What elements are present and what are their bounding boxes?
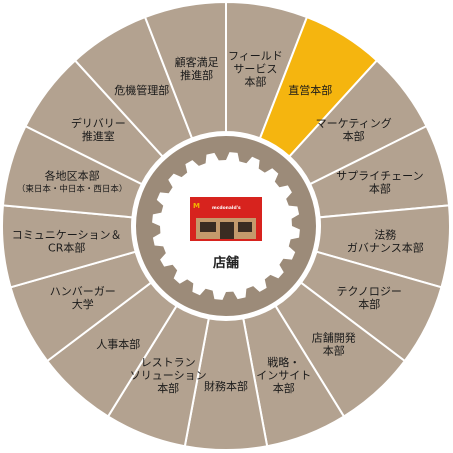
center-hub: M mcdonald's 店舗 bbox=[134, 134, 318, 318]
department-label-line: サプライチェーン bbox=[336, 170, 423, 183]
department-label: 直営本部 bbox=[288, 83, 332, 97]
department-label-line: コミュニケーション＆ bbox=[12, 228, 122, 241]
department-label: 人事本部 bbox=[96, 337, 140, 351]
department-label-line: 直営本部 bbox=[288, 83, 332, 97]
department-label-line: 法務 bbox=[374, 227, 396, 241]
department-label-line: 本部 bbox=[273, 381, 295, 395]
department-label-line: 各地区本部 bbox=[45, 169, 100, 183]
department-label: 各地区本部（東日本・中日本・西日本） bbox=[17, 169, 128, 195]
department-label: コミュニケーション＆CR本部 bbox=[12, 228, 122, 254]
department-label-line: 本部 bbox=[157, 381, 179, 395]
department-label: 財務本部 bbox=[204, 379, 248, 393]
department-label-line: 大学 bbox=[72, 297, 94, 311]
golden-arches-icon: M bbox=[193, 202, 200, 210]
department-label-line: 本部 bbox=[323, 344, 345, 358]
store-window bbox=[238, 222, 252, 232]
mcdonalds-storefront-icon: M mcdonald's bbox=[190, 197, 262, 241]
store-window bbox=[200, 222, 216, 232]
department-label-line: 財務本部 bbox=[204, 379, 248, 393]
department-label-line: CR本部 bbox=[48, 240, 85, 254]
department-label-line: ソリューション bbox=[130, 369, 207, 382]
department-label-line: 顧客満足 bbox=[175, 55, 219, 69]
department-label-line: 人事本部 bbox=[96, 337, 140, 351]
department-labels: フィールドサービス本部直営本部マーケティング本部サプライチェーン本部法務ガバナン… bbox=[12, 50, 424, 395]
department-label-line: 本部 bbox=[343, 129, 365, 143]
department-label-line: 本部 bbox=[358, 297, 380, 311]
department-label-line: 危機管理部 bbox=[114, 83, 169, 97]
department-label-line: 店舗開発 bbox=[312, 331, 356, 345]
department-label-line: ガバナンス本部 bbox=[347, 240, 424, 254]
department-label-line: ハンバーガー bbox=[50, 285, 116, 298]
department-segment bbox=[143, 0, 227, 140]
department-label-line: マーケティング bbox=[316, 116, 392, 130]
department-label-line: サービス bbox=[233, 63, 277, 76]
store-sign: mcdonald's bbox=[212, 205, 241, 211]
department-label-subline: （東日本・中日本・西日本） bbox=[17, 184, 128, 195]
department-label-line: 本部 bbox=[369, 182, 391, 196]
department-label-line: 本部 bbox=[244, 75, 266, 89]
department-label-line: テクノロジー bbox=[337, 285, 402, 298]
department-label-line: インサイト bbox=[256, 369, 311, 382]
department-label-line: 推進室 bbox=[82, 129, 115, 143]
store-door bbox=[220, 222, 234, 239]
department-label-line: デリバリー bbox=[71, 116, 126, 130]
department-label-line: 戦略・ bbox=[267, 355, 300, 369]
department-label-line: 推進部 bbox=[180, 68, 213, 82]
center-label: 店舗 bbox=[213, 255, 239, 271]
department-label-line: レストラン bbox=[141, 356, 196, 369]
department-label-line: フィールド bbox=[228, 50, 283, 63]
department-label: 危機管理部 bbox=[114, 83, 169, 97]
